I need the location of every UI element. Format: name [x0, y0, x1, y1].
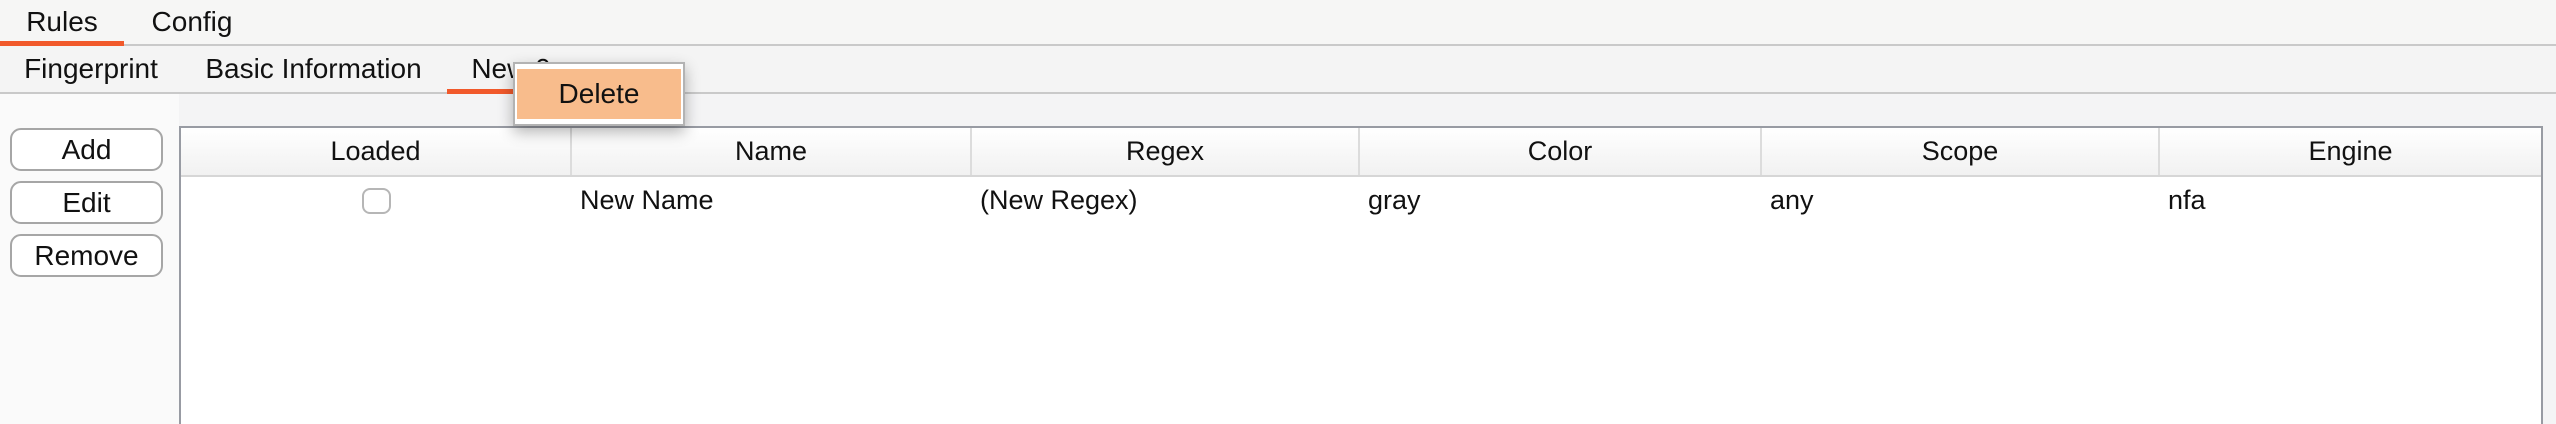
- cell-engine: nfa: [2168, 185, 2206, 215]
- cell-loaded: [181, 177, 572, 224]
- cell-name: New Name: [580, 185, 714, 215]
- add-button[interactable]: Add: [10, 128, 163, 171]
- tab-rules-label: Rules: [26, 6, 98, 37]
- secondary-tab-bar: Fingerprint Basic Information New 0: [0, 46, 2556, 94]
- cell-color: gray: [1368, 185, 1421, 215]
- rule-actions-panel: Add Edit Remove: [0, 94, 179, 424]
- tab-fingerprint[interactable]: Fingerprint: [0, 46, 182, 92]
- primary-tab-bar: Rules Config: [0, 0, 2556, 46]
- cell-regex: (New Regex): [980, 185, 1138, 215]
- column-header-loaded[interactable]: Loaded: [181, 128, 572, 175]
- tab-basic-information-label: Basic Information: [205, 53, 422, 84]
- column-header-engine[interactable]: Engine: [2308, 136, 2393, 166]
- cell-scope: any: [1770, 185, 1814, 215]
- table-row[interactable]: New Name (New Regex) gray any nfa: [181, 177, 2541, 224]
- column-header-name[interactable]: Name: [572, 128, 972, 175]
- rules-table-header: Loaded Name Regex Color Scope Engine: [181, 128, 2541, 177]
- rules-table: Loaded Name Regex Color Scope Engine New…: [179, 126, 2543, 424]
- column-header-scope[interactable]: Scope: [1762, 128, 2160, 175]
- tab-basic-information[interactable]: Basic Information: [182, 46, 445, 92]
- tab-rules[interactable]: Rules: [0, 0, 124, 46]
- tab-config[interactable]: Config: [124, 0, 260, 44]
- loaded-checkbox[interactable]: [362, 187, 391, 214]
- column-header-color[interactable]: Color: [1360, 128, 1762, 175]
- tab-fingerprint-label: Fingerprint: [24, 53, 158, 84]
- tab-config-label: Config: [151, 6, 233, 37]
- edit-button[interactable]: Edit: [10, 181, 163, 224]
- menu-item-delete[interactable]: Delete: [517, 69, 681, 119]
- context-menu: Delete: [513, 62, 685, 126]
- remove-button[interactable]: Remove: [10, 234, 163, 277]
- column-header-regex[interactable]: Regex: [972, 128, 1360, 175]
